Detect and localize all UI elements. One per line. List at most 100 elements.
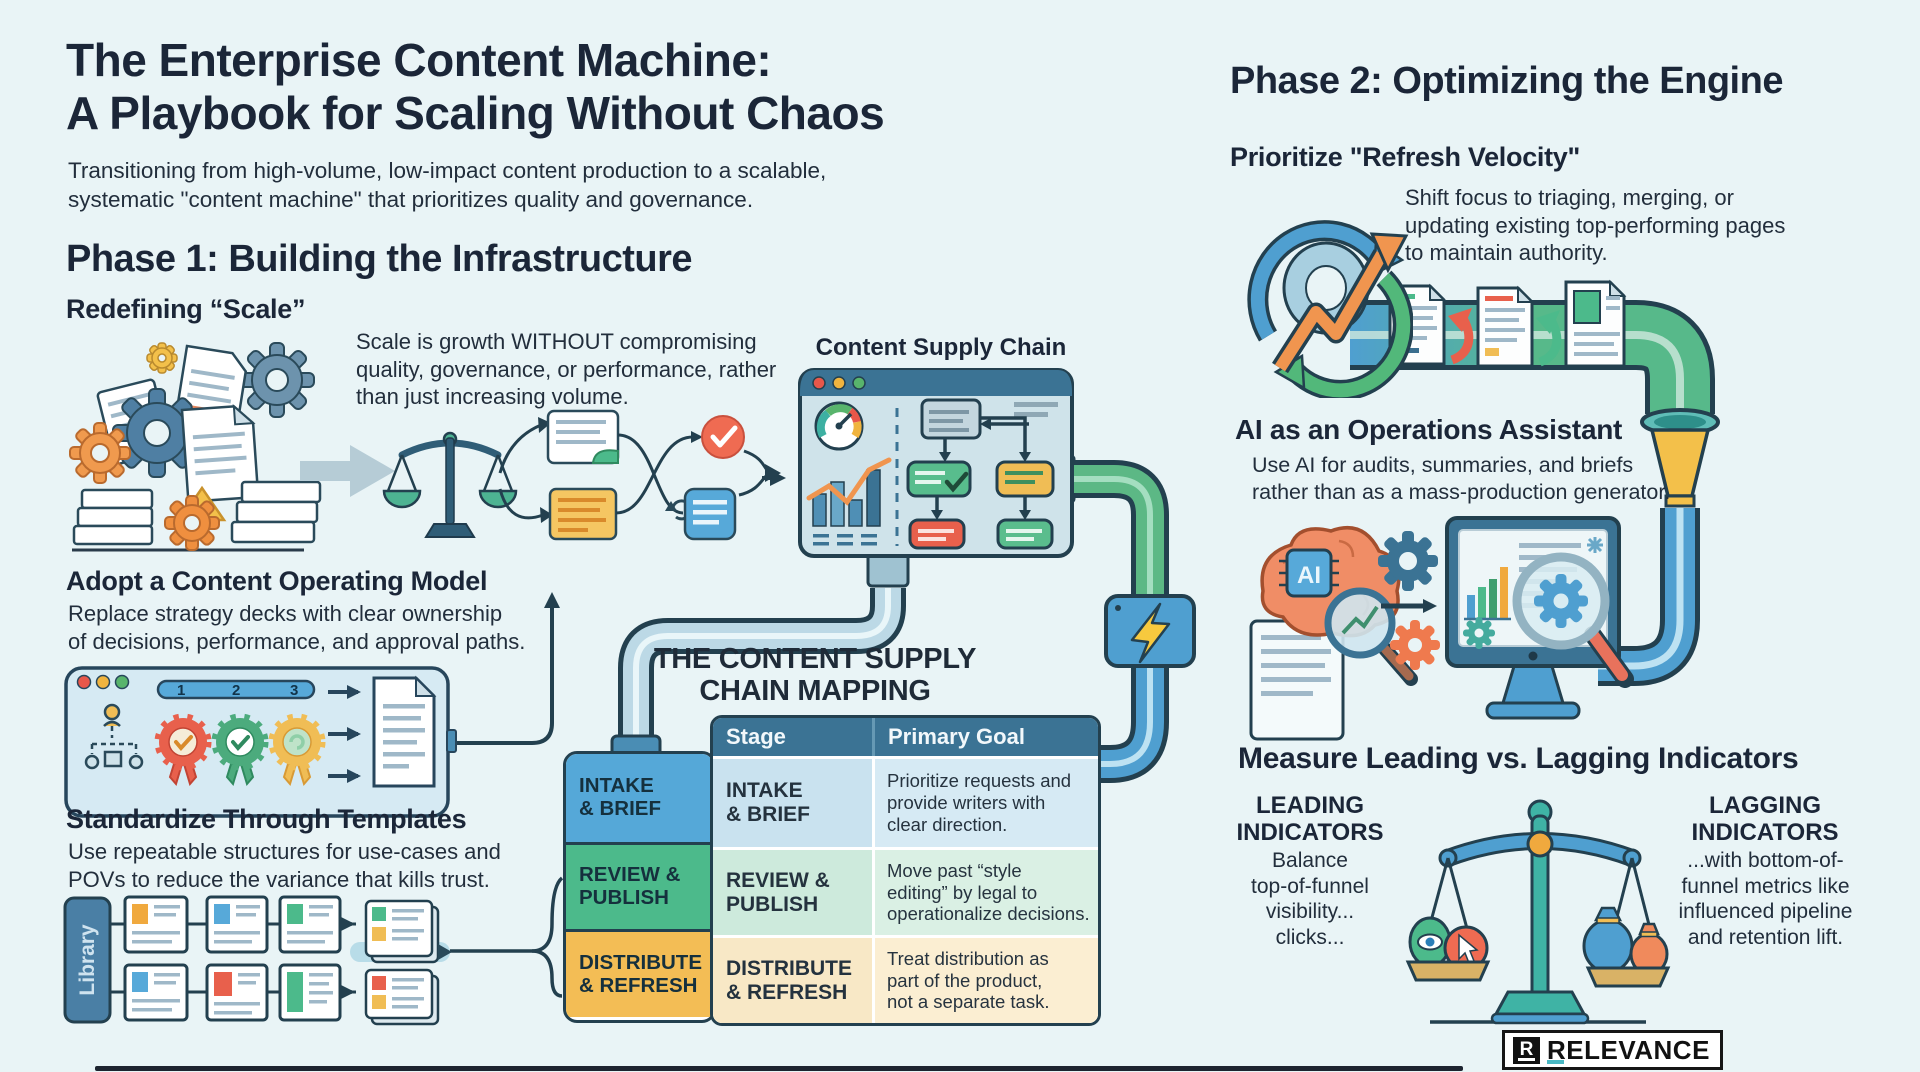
brand-mark: R <box>1513 1036 1540 1064</box>
approved-doc-icon <box>546 409 620 465</box>
lagging-indicators-body: ...with bottom-of- funnel metrics like i… <box>1678 849 1853 949</box>
merged-doc-stack <box>364 968 440 1026</box>
supply-chain-dashboard-illustration <box>798 368 1074 588</box>
col-header-primary-goal: Primary Goal <box>888 724 1025 749</box>
ai-assistant-heading: AI as an Operations Assistant <box>1235 414 1623 445</box>
redefining-scale-heading: Redefining “Scale” <box>66 294 306 324</box>
sparkle-icon <box>1587 537 1603 553</box>
approval-check-icon <box>701 415 745 459</box>
document-icon <box>180 404 260 504</box>
gear-icon <box>164 495 220 551</box>
leading-indicators-body: Balance top-of-funnel visibility... clic… <box>1251 849 1369 949</box>
magnifier-icon <box>1324 587 1418 686</box>
table-row: INTAKE & BRIEF Prioritize requests and p… <box>713 759 1098 847</box>
band-documents <box>1388 279 1627 368</box>
pipe-green <box>1056 454 1169 600</box>
phase2-heading: Phase 2: Optimizing the Engine <box>1230 60 1783 102</box>
template-card <box>123 963 189 1022</box>
monitor-illustration <box>1445 516 1634 720</box>
browser-top-bar <box>800 370 1072 396</box>
cycle-arrow-green <box>1273 270 1413 398</box>
page-title: The Enterprise Content Machine: A Playbo… <box>66 34 885 140</box>
gauge-icon <box>814 401 864 451</box>
connector-operating-model <box>456 592 560 745</box>
page-subtitle: Transitioning from high-volume, low-impa… <box>68 158 827 213</box>
traffic-dot-green <box>114 674 130 690</box>
redefining-scale-body: Scale is growth WITHOUT compromising qua… <box>356 329 777 410</box>
draft-doc-icon <box>548 487 618 541</box>
table-row: REVIEW & PUBLISH Move past “style editin… <box>713 850 1098 935</box>
badge-icon-yellow <box>268 713 326 787</box>
cell-stage-intake: INTAKE & BRIEF <box>713 759 872 847</box>
library-label: Library <box>76 924 99 996</box>
gear-icon <box>1378 531 1438 591</box>
cell-goal-review: Move past “style editing” by legal to op… <box>875 850 1098 935</box>
ai-assistant-illustration: AI <box>1249 516 1634 741</box>
template-card <box>205 895 269 954</box>
pipe-blue <box>1097 664 1169 783</box>
paper-stack-icon <box>230 480 322 544</box>
table-row: DISTRIBUTE & REFRESH Treat distribution … <box>713 938 1098 1023</box>
flowchart <box>906 398 1058 550</box>
traffic-dot-yellow <box>832 376 846 390</box>
ai-chip-label: AI <box>1297 562 1321 589</box>
steps-progress-bar <box>156 679 316 700</box>
scale-pan-left <box>1405 960 1491 982</box>
pipe-after-funnel <box>1598 508 1700 686</box>
leading-indicators-title: LEADING INDICATORS <box>1236 792 1384 846</box>
bar-chart-icon <box>806 457 892 546</box>
paper-stack-icon <box>72 488 154 546</box>
cell-stage-distribute: DISTRIBUTE & REFRESH <box>713 938 872 1023</box>
stage-block-review: REVIEW & PUBLISH <box>566 842 713 929</box>
traffic-dot-green <box>852 376 866 390</box>
indicators-heading: Measure Leading vs. Lagging Indicators <box>1238 742 1799 775</box>
operating-model-heading: Adopt a Content Operating Model <box>66 566 488 596</box>
mapping-title: THE CONTENT SUPPLY CHAIN MAPPING <box>653 643 977 708</box>
brand-accent-bar <box>1547 1060 1564 1064</box>
lagging-indicators-title: LAGGING INDICATORS <box>1691 792 1839 846</box>
badge-icon-red <box>154 713 212 787</box>
growth-arrow-orange <box>1272 232 1409 374</box>
template-card <box>123 895 189 954</box>
gear-icon <box>1390 620 1440 670</box>
gear-icon <box>1463 617 1495 649</box>
eye-metric-icon <box>1408 916 1452 968</box>
stage-stack: INTAKE & BRIEF REVIEW & PUBLISH DISTRIBU… <box>563 751 716 1023</box>
template-card <box>205 963 269 1022</box>
brand-logo: R RELEVANCE <box>1502 1030 1723 1070</box>
lightning-connector-icon <box>1104 594 1196 668</box>
refresh-band-pipe <box>1350 300 1715 414</box>
balance-scale-icon <box>382 431 518 538</box>
step-number-2: 2 <box>232 682 240 699</box>
ai-assistant-body: Use AI for audits, summaries, and briefs… <box>1252 453 1671 505</box>
bottom-border <box>95 1066 1463 1071</box>
indicators-balance-illustration <box>1405 799 1671 1025</box>
template-card <box>278 963 342 1022</box>
traffic-dot-red <box>76 674 92 690</box>
traffic-dot-yellow <box>95 674 111 690</box>
scale-pan-right <box>1585 966 1671 988</box>
money-bag-icon-blue <box>1582 906 1634 974</box>
library-tab <box>63 896 112 1024</box>
stage-block-intake: INTAKE & BRIEF <box>566 754 713 842</box>
brand-name: RELEVANCE <box>1547 1034 1710 1065</box>
output-nub <box>438 944 452 960</box>
red-refresh-arrow-icon <box>1448 308 1472 332</box>
gear-icon <box>239 342 315 418</box>
cell-goal-intake: Prioritize requests and provide writers … <box>875 759 1098 847</box>
merged-doc-stack <box>364 899 440 964</box>
pipe-dashboard-to-stack <box>610 588 906 758</box>
stage-block-distribute: DISTRIBUTE & REFRESH <box>566 929 713 1017</box>
content-supply-chain-label: Content Supply Chain <box>815 334 1067 361</box>
badge-icon-green <box>211 713 269 787</box>
traffic-dot-red <box>812 376 826 390</box>
operating-model-illustration: 1 2 3 <box>64 666 457 818</box>
content-chaos-illustration <box>69 342 322 552</box>
green-refresh-arrow-icon <box>1536 310 1560 334</box>
templates-illustration: Library <box>63 895 452 1026</box>
document-icon <box>1249 619 1345 741</box>
mapping-table: Stage Primary Goal INTAKE & BRIEF Priori… <box>710 715 1101 1026</box>
templates-heading: Standardize Through Templates <box>66 804 467 834</box>
